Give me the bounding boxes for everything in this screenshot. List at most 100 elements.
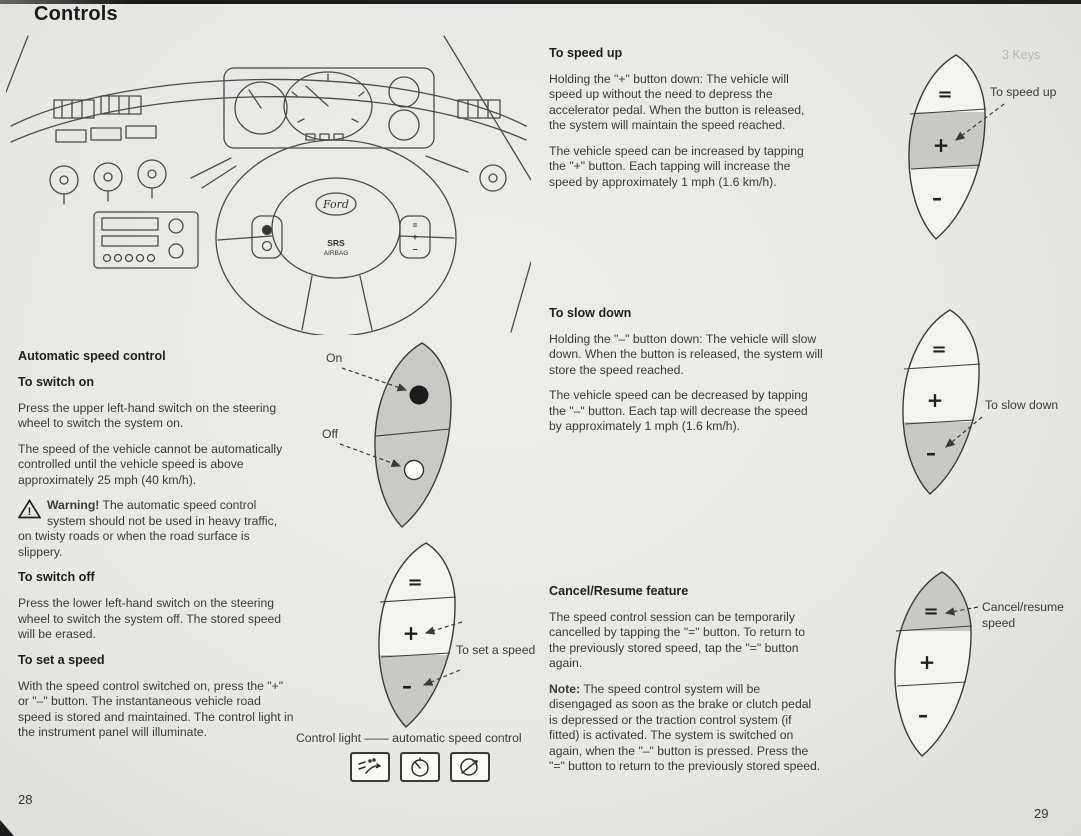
slow-down-paragraph-2: The vehicle speed can be decreased by ta… — [549, 388, 808, 434]
speed-control-lamp-icon-2 — [400, 752, 440, 782]
slow-down-paragraph-1: Holding the "–" button down: The vehicle… — [549, 331, 823, 377]
speed-up-switch-diagram: = + – To speed up — [908, 54, 1057, 240]
dash-top-line — [10, 78, 527, 127]
cancel-resume-arrow — [944, 606, 979, 616]
page-number-left: 28 — [18, 792, 33, 807]
on-off-switch-diagram: On Off — [322, 342, 452, 528]
cancel-paragraph: The speed control session can be tempora… — [549, 609, 806, 671]
heading-to-speed-up: To speed up — [549, 46, 623, 60]
temp-gauge — [388, 109, 420, 141]
speed-control-lamp-icon-3 — [450, 752, 490, 782]
speed-up-label: To speed up — [990, 85, 1057, 99]
fuel-gauge — [388, 76, 420, 108]
cancel-resume-label-line2: speed — [982, 616, 1015, 630]
off-arrow — [339, 443, 402, 468]
left-column: Automatic speed control To switch on Pre… — [17, 349, 294, 751]
set-speed-label: To set a speed — [456, 643, 535, 657]
equals-button: = — [407, 572, 422, 593]
ford-logo-text: Ford — [322, 198, 349, 211]
on-label: On — [326, 351, 342, 365]
pod-plus-mark: + — [412, 232, 417, 242]
console-line — [510, 261, 531, 333]
left-switch-pod — [251, 215, 283, 259]
minus-button: – — [926, 441, 936, 465]
page-top-edge — [0, 0, 1081, 4]
vent-center — [100, 95, 142, 115]
heading-to-set-a-speed: To set a speed — [18, 652, 105, 667]
slow-down-arrow — [945, 416, 983, 448]
srs-text: SRS — [327, 238, 345, 248]
dashboard-illustration: Ford SRS AIRBAG = + – — [6, 35, 531, 335]
note-text: The speed control system will be disenga… — [549, 681, 821, 774]
svg-text:!: ! — [28, 506, 32, 518]
slow-down-switch-diagram: = + – To slow down — [902, 309, 1058, 495]
tap-plus-arrow — [424, 621, 463, 635]
switch-on-paragraph-1: Press the upper left-hand switch on the … — [18, 400, 277, 431]
minus-button: – — [932, 186, 942, 210]
ford-badge — [315, 192, 357, 216]
plus-button: + — [403, 621, 420, 645]
warning-paragraph: ! Warning! The automatic speed control s… — [17, 498, 294, 560]
note-paragraph: Note: The speed control system will be d… — [549, 682, 823, 775]
heading-cancel-resume: Cancel/Resume feature — [549, 584, 689, 598]
speed-up-section: To speed up Holding the "+" button down:… — [549, 46, 823, 200]
page-title: Controls — [34, 3, 118, 25]
plus-button: + — [927, 388, 944, 412]
equals-button: = — [923, 601, 938, 622]
vent-right — [457, 99, 501, 119]
on-button-dot — [409, 385, 429, 405]
cancel-resume-switch-diagram: = + – Cancel/resume speed — [894, 571, 1064, 757]
instrument-cluster — [223, 67, 435, 149]
left-stalk — [190, 157, 237, 189]
warning-triangle-icon: ! — [17, 499, 42, 523]
plus-cell-shaded — [908, 112, 986, 169]
cancel-resume-section: Cancel/Resume feature The speed control … — [549, 584, 823, 785]
a-pillar-line — [6, 35, 29, 93]
tachometer — [234, 81, 288, 135]
plus-button: + — [933, 133, 950, 157]
heading-to-switch-off: To switch off — [18, 570, 95, 585]
set-speed-paragraph: With the speed control switched on, pres… — [18, 678, 294, 740]
switch-blade-shape — [374, 342, 452, 528]
off-button-circle — [403, 459, 425, 481]
warning-label: Warning! — [47, 498, 100, 513]
equals-button: = — [931, 339, 946, 360]
pod-equals-mark: = — [413, 221, 418, 230]
slow-down-section: To slow down Holding the "–" button down… — [549, 306, 823, 445]
radio-unit — [93, 211, 199, 269]
pod-minus-mark: – — [412, 244, 417, 254]
minus-button: – — [918, 703, 928, 727]
indicator-lamp-row — [350, 752, 500, 782]
slow-down-label: To slow down — [985, 398, 1058, 412]
minus-cell-shaded — [902, 422, 980, 494]
minus-cell-shaded — [378, 655, 456, 727]
airbag-text: AIRBAG — [324, 250, 349, 257]
heading-automatic-speed-control: Automatic speed control — [18, 349, 166, 363]
off-label: Off — [322, 427, 339, 441]
climate-knob-1 — [49, 165, 79, 195]
off-button — [261, 240, 273, 252]
warning-text: The automatic speed control system shoul… — [18, 498, 278, 559]
speed-up-paragraph-2: The vehicle speed can be increased by ta… — [549, 143, 804, 189]
control-light-caption: Control light —— automatic speed control — [296, 731, 522, 745]
climate-knob-3 — [137, 159, 167, 189]
switch-on-paragraph-2: The speed of the vehicle cannot be autom… — [18, 441, 283, 487]
vent-left — [53, 99, 95, 119]
right-switch-pod — [399, 215, 431, 259]
plus-button: + — [919, 650, 936, 674]
right-stalk — [425, 155, 469, 173]
steering-wheel-rim — [215, 139, 457, 335]
on-button — [261, 224, 273, 236]
minus-button: – — [402, 674, 412, 698]
set-speed-switch-diagram: = + – To set a speed — [378, 542, 535, 728]
knob-right — [479, 164, 507, 192]
speed-up-paragraph-1: Holding the "+" button down: The vehicle… — [549, 71, 805, 133]
dash-hood-line — [10, 96, 527, 143]
switch-off-paragraph: Press the lower left-hand switch on the … — [18, 596, 282, 642]
heading-to-slow-down: To slow down — [549, 306, 632, 320]
bleedthrough-text: 3 Keys — [1002, 48, 1041, 62]
speed-control-lamp-icon-1 — [350, 752, 390, 782]
page-number-right: 29 — [1034, 806, 1049, 821]
on-arrow — [341, 367, 408, 392]
scan-corner-shadow — [0, 820, 14, 836]
